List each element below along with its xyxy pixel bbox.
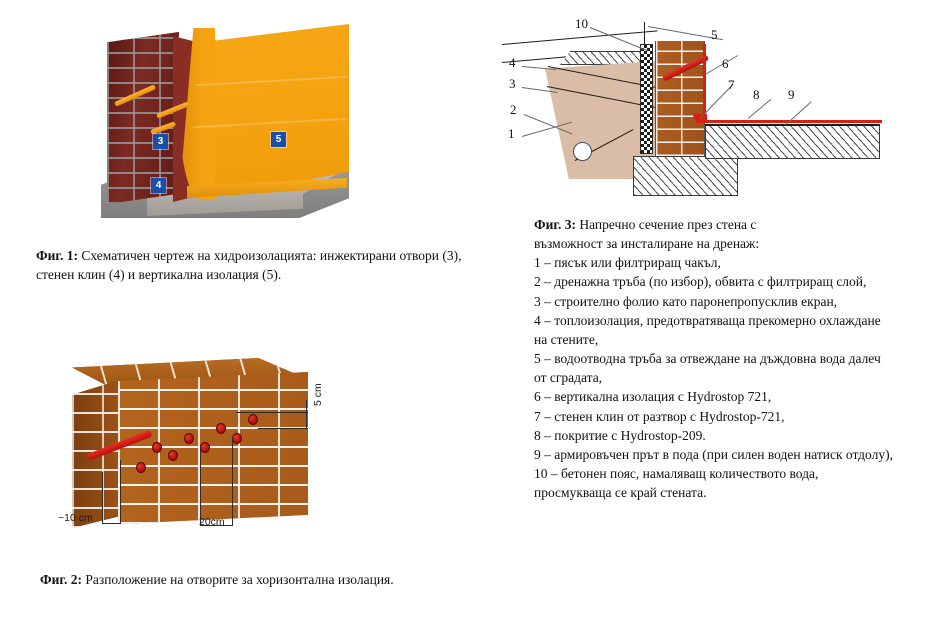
figure-3-legend: 1 – пясък или филтриращ чакъл, 2 – дрена…: [534, 253, 894, 502]
figure-2-caption-text: Разположение на отворите за хоризонтална…: [85, 572, 394, 587]
legend-item-10: 10 – бетонен пояс, намаляващ количествот…: [534, 466, 819, 501]
dim-extension-line: [258, 428, 308, 429]
drill-hole: [168, 450, 178, 461]
diagram-number-7: 7: [728, 77, 735, 92]
vertical-insulation-line: [703, 44, 706, 122]
figure-2-caption-label: Фиг. 2:: [40, 572, 82, 587]
dim-measure-line: [306, 400, 307, 428]
figure-3-caption-label: Фиг. 3:: [534, 217, 576, 232]
diagram-number-9: 9: [788, 87, 795, 102]
figure-3-caption-heading: Фиг. 3: Напречно сечение през стена с: [534, 215, 894, 234]
diagram-number-5: 5: [711, 27, 718, 42]
dim-extension-line: [200, 446, 201, 526]
legend-item-2: 2 – дренажна тръба (по избор), обвита с …: [534, 274, 867, 290]
legend-item-1: 1 – пясък или филтриращ чакъл,: [534, 255, 721, 271]
dimension-label-10cm: ~10 cm: [58, 512, 93, 524]
drill-hole: [136, 462, 146, 473]
figure-2-caption: Фиг. 2: Разположение на отворите за хори…: [40, 570, 480, 589]
figure-1-caption: Фиг. 1: Схематичен чертеж на хидроизолац…: [36, 246, 476, 284]
concrete-apron-band: [560, 51, 645, 65]
dimension-label-20cm: 20cm: [199, 516, 225, 528]
dim-extension-line: [232, 437, 233, 526]
drill-hole: [216, 423, 226, 434]
callout-tag-3: 3: [153, 134, 168, 149]
leader-line-10: [589, 27, 648, 52]
figure-1-caption-text: Схематичен чертеж на хидроизолацията: ин…: [36, 248, 462, 283]
legend-item-9: 9 – армировъчен прът в пода (при силен в…: [534, 446, 893, 462]
dim-measure-line: [200, 525, 232, 526]
leader-line-10-tick: [644, 22, 645, 44]
floor-slab: [705, 124, 880, 159]
figure-2-illustration: ~10 cm 20cm 5 cm: [58, 350, 390, 555]
dim-extension-line: [236, 412, 308, 413]
callout-tag-4: 4: [151, 178, 166, 193]
drill-hole: [152, 442, 162, 453]
wall-front-face: [118, 372, 308, 524]
figure-1-caption-label: Фиг. 1:: [36, 248, 78, 263]
dim-extension-line: [102, 472, 103, 524]
figure-3-caption-line-1: Напречно сечение през стена с: [579, 217, 757, 232]
dim-extension-line: [120, 460, 121, 524]
legend-item-3: 3 – строително фолио като паронепропускл…: [534, 293, 838, 309]
drill-hole: [232, 433, 242, 444]
legend-item-8: 8 – покритие с Hydrostop-209.: [534, 427, 706, 443]
wall-footing: [633, 156, 738, 196]
dim-measure-line: [102, 523, 120, 524]
dimpled-drainage-membrane: [640, 44, 653, 154]
reinforcement-bar: [705, 124, 880, 126]
diagram-number-1: 1: [508, 126, 515, 141]
dimension-label-5cm: 5 cm: [312, 383, 324, 406]
figure-1-illustration: 3 4 5: [95, 18, 350, 223]
drill-hole: [184, 433, 194, 444]
figure-3-caption: Фиг. 3: Напречно сечение през стена с въ…: [534, 215, 894, 502]
diagram-number-4: 4: [509, 55, 516, 70]
grade-line: [501, 30, 658, 45]
callout-tag-5: 5: [271, 132, 286, 147]
diagram-number-3: 3: [509, 76, 516, 91]
drill-hole: [200, 442, 210, 453]
figure-3-caption-line-2: възможност за инсталиране на дренаж:: [534, 236, 760, 252]
drainage-pipe: [573, 142, 592, 161]
legend-item-6: 6 – вертикална изолация с Hydrostop 721,: [534, 389, 772, 405]
diagram-number-2: 2: [510, 102, 517, 117]
diagram-number-8: 8: [753, 87, 760, 102]
legend-item-4: 4 – топлоизолация, предотвратяваща преко…: [534, 312, 881, 347]
legend-item-5: 5 – водоотводна тръба за отвеждане на дъ…: [534, 351, 881, 386]
vertical-insulation-membrane: [192, 24, 349, 200]
drill-hole: [248, 414, 258, 425]
diagram-number-10: 10: [575, 16, 588, 31]
legend-item-7: 7 – стенен клин от разтвор с Hydrostop-7…: [534, 408, 785, 424]
brick-wall-front: [107, 32, 179, 204]
diagram-number-6: 6: [722, 56, 729, 71]
figure-3-illustration: 1 2 3 4 10 5 6 7 8 9: [500, 14, 930, 209]
